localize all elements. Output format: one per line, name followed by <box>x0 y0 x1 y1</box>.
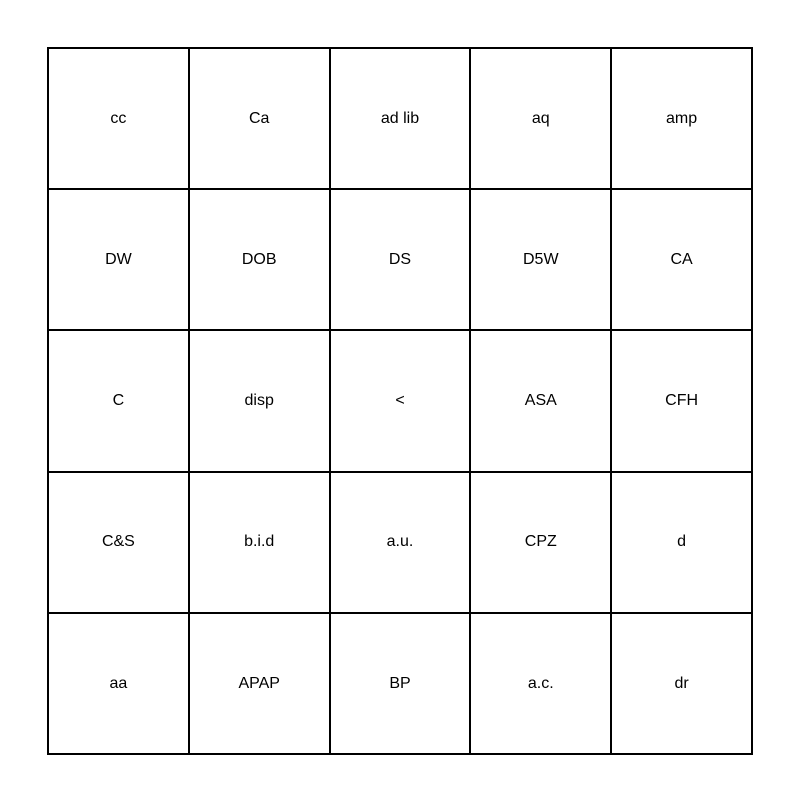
bingo-cell[interactable]: disp <box>187 329 331 473</box>
bingo-cell[interactable]: Ca <box>187 46 331 191</box>
bingo-cell-label: DW <box>105 250 132 268</box>
bingo-row: aa APAP BP a.c. dr <box>47 611 753 756</box>
bingo-row: C&S b.i.d a.u. CPZ d <box>47 470 753 614</box>
bingo-cell[interactable]: C <box>47 329 190 473</box>
bingo-cell-label: DS <box>388 250 412 268</box>
bingo-cell[interactable]: a.c. <box>469 611 613 756</box>
bingo-cell[interactable]: C&S <box>47 470 190 614</box>
bingo-cell-label: ASA <box>524 392 557 410</box>
bingo-cell-label: DOB <box>241 250 277 268</box>
bingo-cell-label: C&S <box>101 533 135 551</box>
bingo-cell-label: amp <box>666 109 698 127</box>
bingo-cell[interactable]: ASA <box>469 329 613 473</box>
bingo-cell-label: ad lib <box>380 109 420 127</box>
bingo-row: C disp < ASA CFH <box>47 329 753 473</box>
bingo-cell[interactable]: aq <box>469 46 613 191</box>
bingo-cell[interactable]: b.i.d <box>187 470 331 614</box>
bingo-cell[interactable]: ad lib <box>328 46 472 191</box>
bingo-cell-label: C <box>112 392 125 410</box>
bingo-cell-label: a.c. <box>527 674 554 692</box>
bingo-cell-label: dr <box>674 674 689 692</box>
bingo-row: DW DOB DS D5W CA <box>47 188 753 332</box>
bingo-cell-label: a.u. <box>386 533 414 551</box>
bingo-cell[interactable]: CPZ <box>469 470 613 614</box>
bingo-cell[interactable]: a.u. <box>328 470 472 614</box>
bingo-row: cc Ca ad lib aq amp <box>47 46 753 191</box>
bingo-cell[interactable]: aa <box>47 611 190 756</box>
bingo-cell[interactable]: CFH <box>610 329 753 473</box>
bingo-cell-label: D5W <box>523 250 559 268</box>
bingo-cell[interactable]: cc <box>47 46 190 191</box>
bingo-cell[interactable]: APAP <box>187 611 331 756</box>
bingo-cell-label: CFH <box>665 392 699 410</box>
bingo-cell[interactable]: < <box>328 329 472 473</box>
bingo-cell-label: cc <box>110 109 127 127</box>
bingo-cell[interactable]: amp <box>610 46 753 191</box>
bingo-cell[interactable]: DOB <box>187 188 331 332</box>
bingo-card: cc Ca ad lib aq amp DW DOB DS D5W CA C d… <box>47 46 753 756</box>
bingo-cell-label: BP <box>389 674 411 692</box>
bingo-cell-label: disp <box>244 392 274 410</box>
bingo-cell-label: aa <box>109 674 128 692</box>
bingo-cell[interactable]: dr <box>610 611 753 756</box>
bingo-cell[interactable]: d <box>610 470 753 614</box>
bingo-grid: cc Ca ad lib aq amp DW DOB DS D5W CA C d… <box>47 46 753 756</box>
bingo-cell-label: APAP <box>238 674 280 692</box>
bingo-cell-label: aq <box>531 109 550 127</box>
bingo-cell-label: < <box>395 392 405 410</box>
bingo-cell-label: CPZ <box>524 533 557 551</box>
bingo-cell[interactable]: CA <box>610 188 753 332</box>
bingo-cell-label: d <box>677 533 687 551</box>
bingo-cell[interactable]: BP <box>328 611 472 756</box>
bingo-cell-label: CA <box>670 250 693 268</box>
bingo-cell-label: b.i.d <box>244 533 275 551</box>
bingo-cell[interactable]: DS <box>328 188 472 332</box>
bingo-cell-label: Ca <box>248 109 270 127</box>
bingo-cell[interactable]: DW <box>47 188 190 332</box>
bingo-cell[interactable]: D5W <box>469 188 613 332</box>
